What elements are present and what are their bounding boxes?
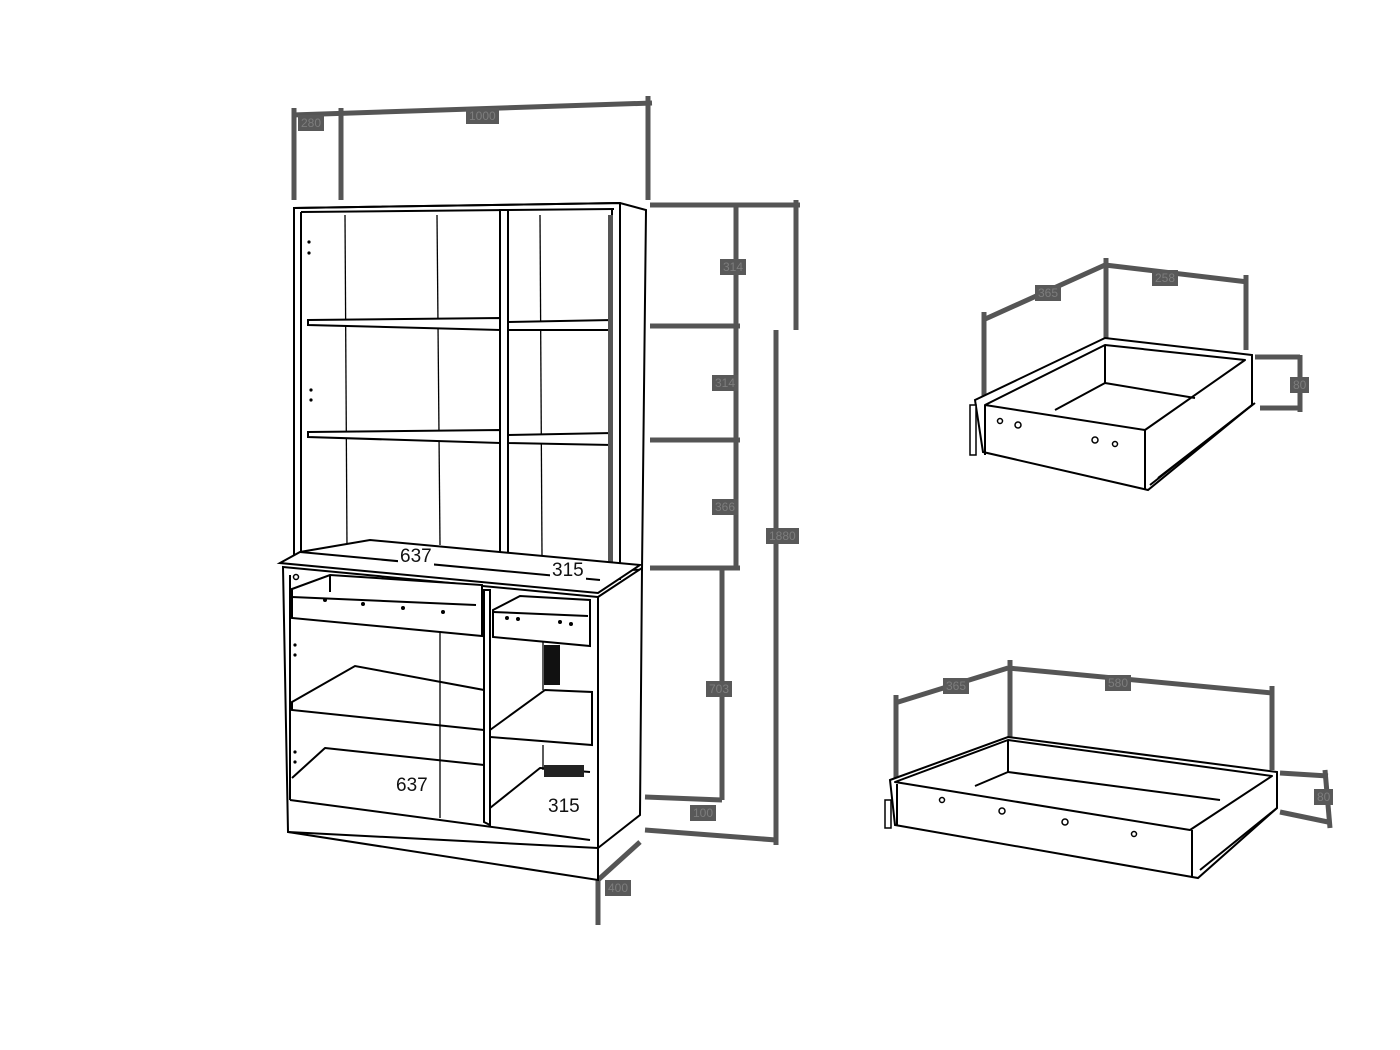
large-drawer-drawing	[884, 660, 1333, 880]
cabinet-drawing	[276, 201, 648, 882]
small-drawer-drawing	[969, 258, 1303, 492]
